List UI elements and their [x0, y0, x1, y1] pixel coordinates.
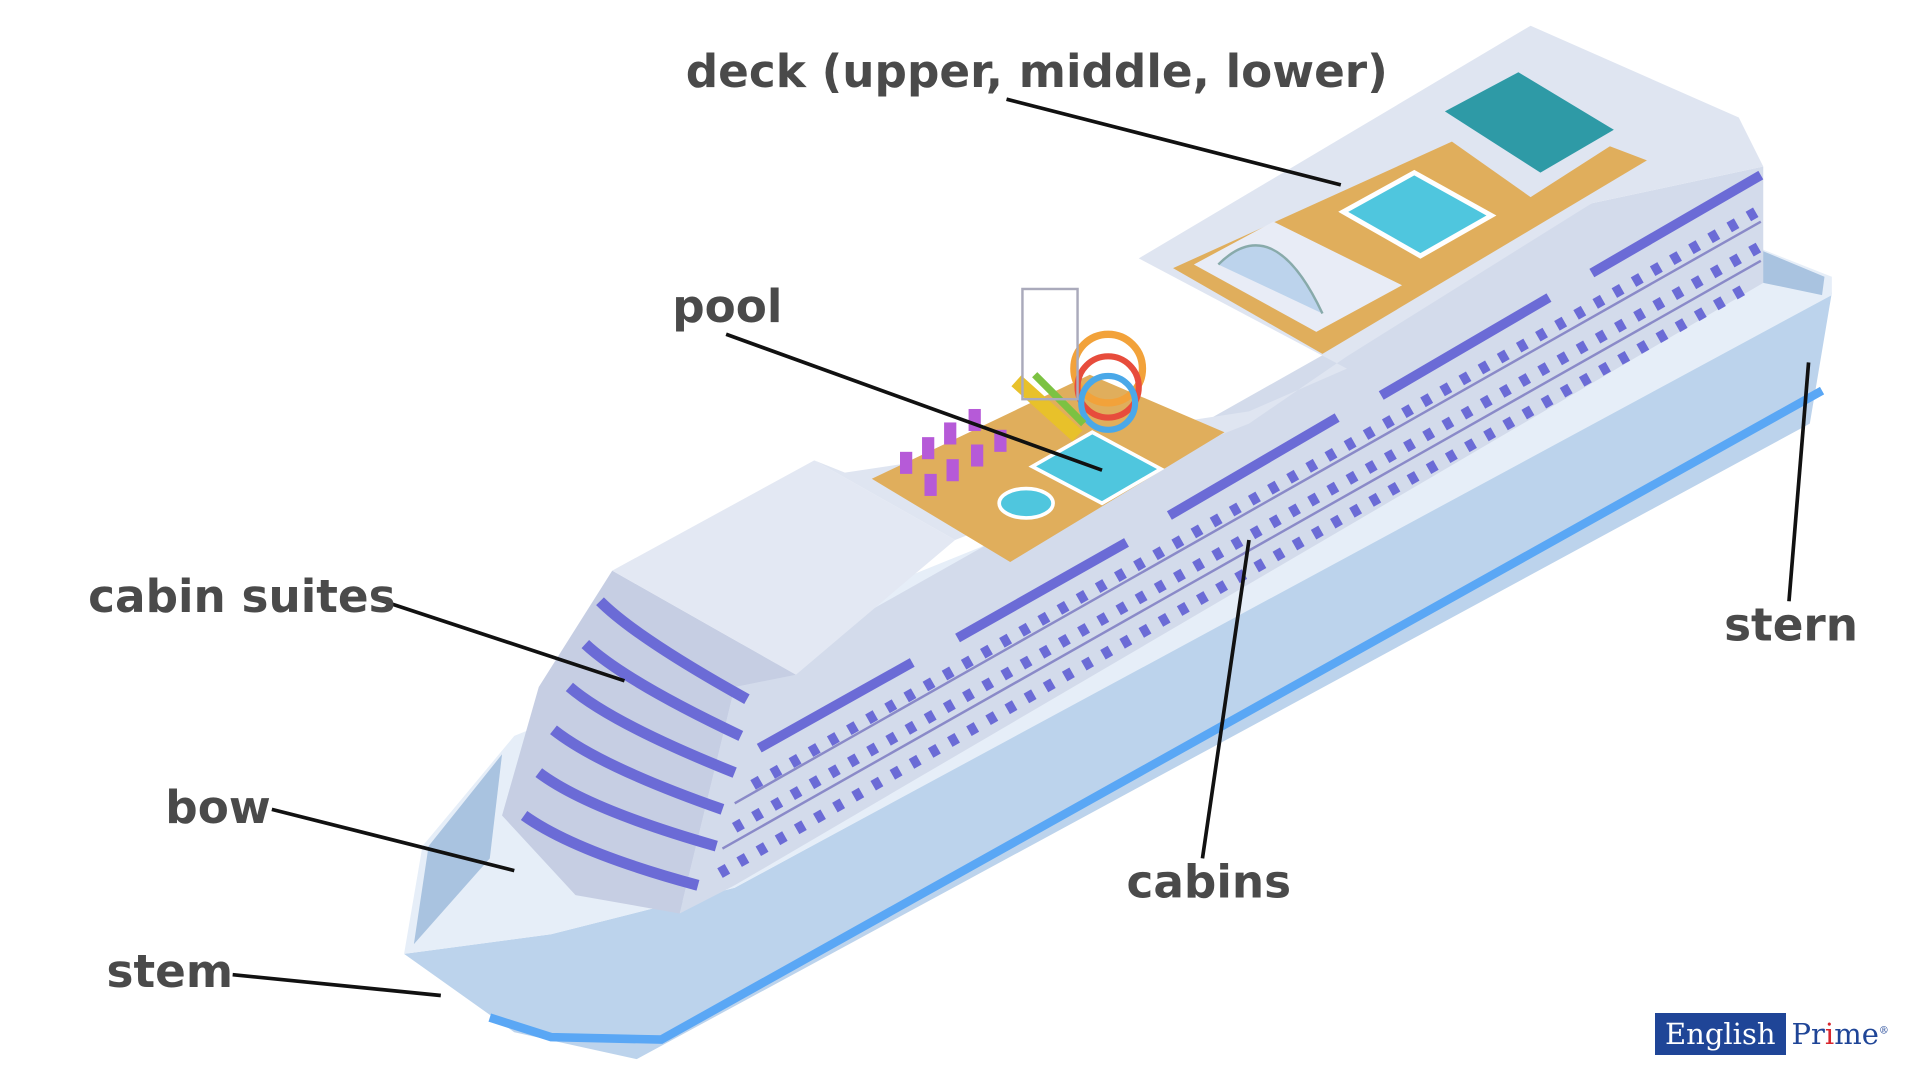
hull-side — [404, 292, 1832, 1060]
label-bow: bow — [165, 781, 270, 834]
label-stern: stern — [1724, 598, 1858, 651]
ship-illustration — [404, 25, 1832, 1060]
logo-prime: Prime® — [1786, 1017, 1889, 1051]
logo-english: English — [1655, 1013, 1786, 1055]
superstructure-side — [679, 166, 1764, 914]
stem-leader-line — [232, 972, 441, 998]
hull-stripe — [488, 386, 1825, 1044]
logo-prime-b: me — [1834, 1017, 1879, 1051]
pool-round — [997, 486, 1055, 520]
bow-leader-line — [271, 807, 515, 873]
pool-upper — [1338, 169, 1497, 259]
label-stem: stem — [107, 945, 234, 998]
superstructure-front — [502, 570, 796, 914]
pool-leader-line — [725, 332, 1103, 472]
label-pool: pool — [672, 280, 782, 333]
label-deck: deck (upper, middle, lower) — [686, 45, 1388, 98]
cabin-windows — [717, 204, 1764, 878]
logo-prime-i: i — [1824, 1017, 1835, 1051]
label-cabins: cabins — [1127, 856, 1292, 909]
english-prime-logo: English Prime® — [1655, 1013, 1889, 1055]
cabins-leader-line — [1200, 539, 1251, 859]
logo-prime-a: Pr — [1791, 1017, 1825, 1051]
suite-windows — [520, 597, 750, 891]
stern-leader-line — [1787, 362, 1811, 602]
registered-mark: ® — [1878, 1025, 1889, 1037]
cabin-suites-leader-line — [375, 597, 626, 683]
label-cabin-suites: cabin suites — [88, 570, 395, 623]
deck-leader-line — [1006, 97, 1342, 187]
